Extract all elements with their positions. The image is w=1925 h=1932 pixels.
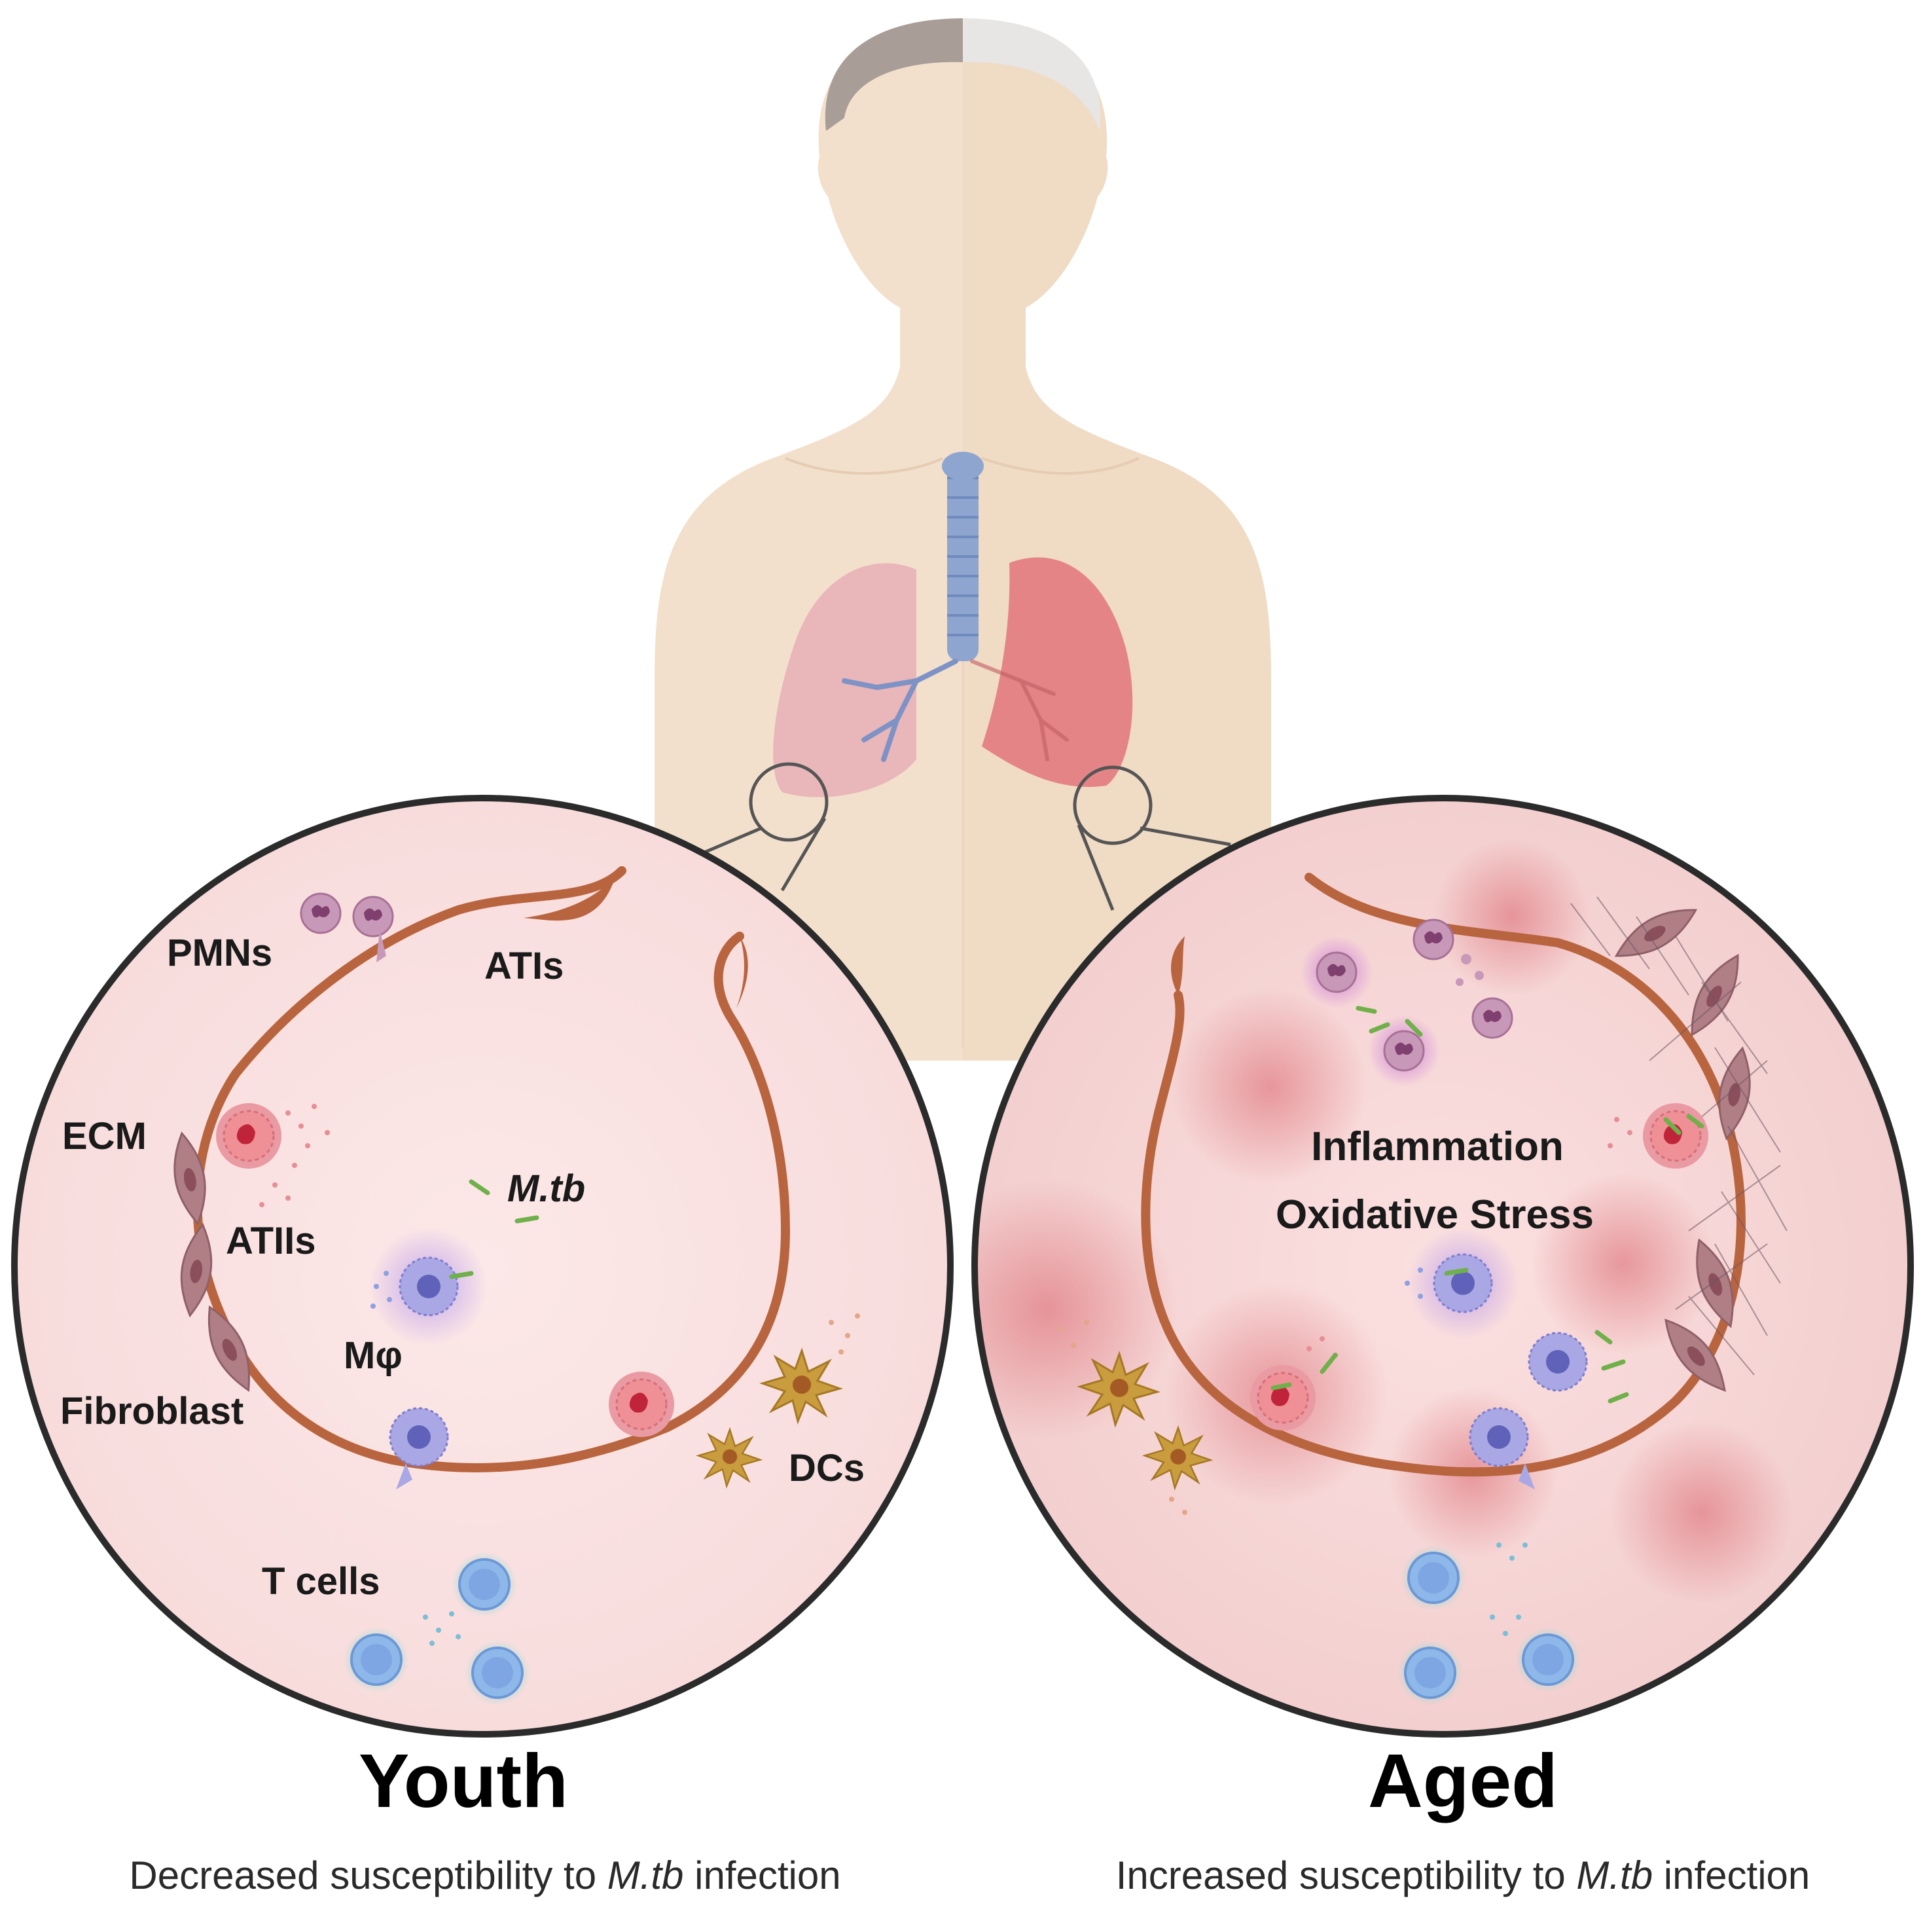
aged-circle-border: [971, 795, 1914, 1738]
label-oxidative-stress: Oxidative Stress: [1276, 1192, 1594, 1237]
youth-panel: [11, 795, 954, 1738]
label-inflammation: Inflammation: [1311, 1124, 1564, 1169]
youth-labels: PMNs ATIs ECM ATIIs M.tb Mφ Fibroblast D…: [60, 932, 865, 1603]
lung-icon: [773, 557, 1133, 797]
t-cell-icon: [342, 1550, 531, 1707]
label-ecm: ECM: [62, 1115, 147, 1157]
aged-panel: [971, 795, 1914, 1738]
bacterium-icon: [449, 1179, 539, 1279]
label-macrophage: Mφ: [344, 1334, 403, 1377]
alveolus-icon: [1141, 873, 1746, 1477]
label-atiis: ATIIs: [226, 1220, 316, 1262]
label-tcells: T cells: [262, 1560, 380, 1603]
bacterium-icon: [1270, 1006, 1704, 1404]
macrophage-icon: [1405, 1228, 1588, 1489]
aged-caption: Increased susceptibility to M.tb infecti…: [1116, 1853, 1810, 1897]
label-mtb: M.tb: [507, 1167, 585, 1210]
fibroblast-icon: [1570, 896, 1788, 1401]
macrophage-icon: [370, 1228, 488, 1489]
trachea-icon: [942, 452, 984, 661]
youth-title: Youth: [359, 1738, 568, 1823]
alveolus-icon: [192, 866, 791, 1472]
dendritic-cell-icon: [697, 1313, 860, 1487]
aged-labels: Inflammation Oxidative Stress: [1276, 1124, 1594, 1237]
youth-circle-border: [11, 795, 954, 1738]
label-dcs: DCs: [789, 1447, 865, 1489]
neutrophil-icon: [300, 892, 394, 962]
neutrophil-icon: [1301, 919, 1513, 1087]
dendritic-cell-icon: [1058, 1320, 1212, 1515]
label-pmns: PMNs: [167, 932, 272, 974]
label-atis: ATIs: [484, 945, 564, 987]
aged-title: Aged: [1368, 1738, 1558, 1823]
label-fibroblast: Fibroblast: [60, 1390, 243, 1432]
t-cell-icon: [1396, 1542, 1582, 1707]
youth-caption: Decreased susceptibility to M.tb infecti…: [129, 1853, 840, 1897]
